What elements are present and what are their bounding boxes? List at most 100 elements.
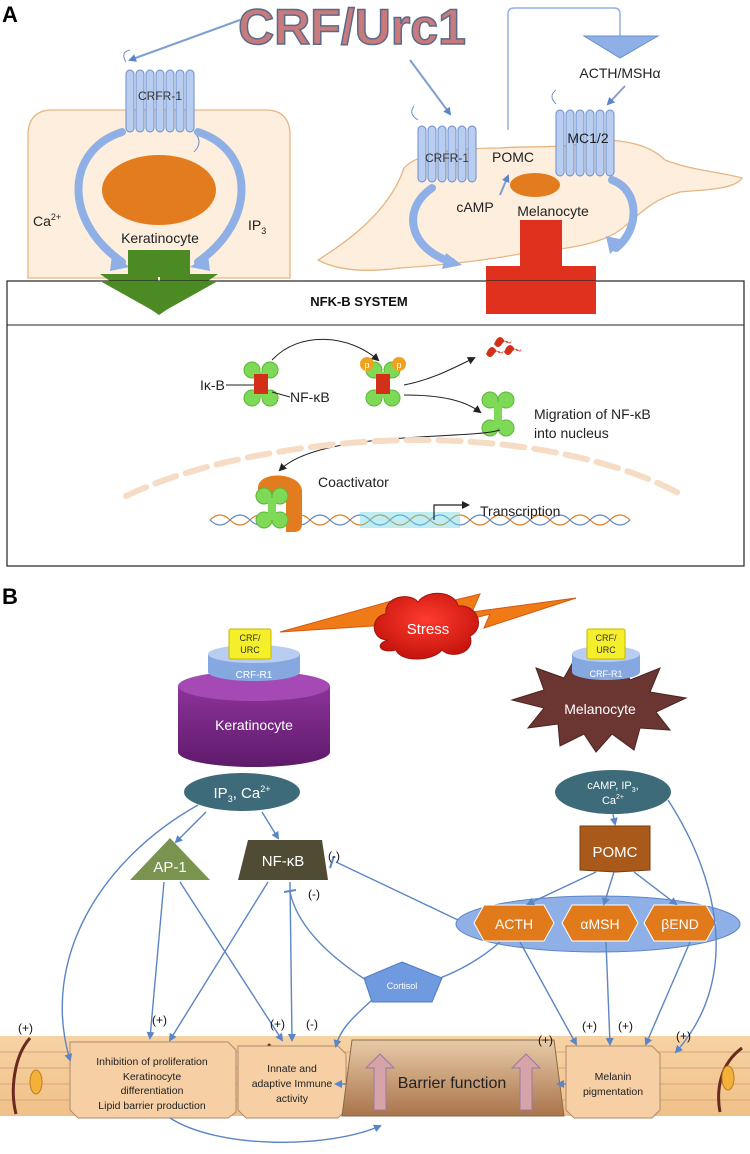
neg-label-nfkb-top: (-)	[328, 849, 340, 863]
barrier-function-label: Barrier function	[398, 1075, 507, 1092]
crf-urc-right-line1: CRF/	[596, 633, 617, 643]
phosphorylation-arrow	[271, 338, 380, 362]
pomc-box	[579, 825, 651, 873]
acth-hexagon	[473, 904, 555, 942]
mc12-receptor-icon	[551, 89, 615, 177]
barrier-up-arrow-right	[510, 1053, 542, 1111]
transcription-label: Transcription	[480, 503, 560, 519]
phospho-p-right: p	[396, 360, 401, 370]
ikb-label: Iκ-B	[200, 377, 225, 393]
stress-cloud-icon	[373, 592, 480, 660]
ca-label: Ca2+	[33, 212, 61, 229]
melanin-line2: pigmentation	[583, 1086, 643, 1098]
nfkb-label-a: NF-κB	[290, 389, 330, 405]
pos-label-7: (+)	[676, 1029, 691, 1043]
ip3-curve-arrow	[194, 128, 246, 266]
crf-urc-left-line2: URC	[240, 645, 260, 655]
pos-label-5: (+)	[582, 1019, 597, 1033]
barrier-up-arrow-left	[364, 1053, 396, 1111]
mel-messenger-ellipse	[555, 770, 671, 814]
pomc-to-amsh-arrow	[601, 871, 615, 906]
inhibition-line4: Lipid barrier production	[98, 1100, 206, 1112]
pos-label-1: (+)	[18, 1021, 33, 1035]
mel-messenger-line1: cAMP, IP3,	[587, 780, 638, 794]
panel-a-title: CRF/Urc1	[238, 0, 466, 55]
nfkb-system-box	[6, 280, 745, 567]
phospho-p-left: p	[364, 360, 369, 370]
ker-messenger-ellipse	[184, 773, 300, 811]
bend-hexagon	[643, 904, 717, 942]
pos-label-4: (+)	[538, 1033, 553, 1047]
cortisol-label: Cortisol	[387, 981, 418, 991]
pomc-label-a: POMC	[492, 149, 534, 165]
stress-label: Stress	[407, 621, 450, 638]
mel-messenger-line2: Ca2+	[602, 794, 624, 807]
nuclear-migration-arrow	[278, 429, 501, 472]
melanocyte-star	[510, 659, 688, 753]
bend-to-melanin-arrow	[644, 941, 691, 1046]
ellipse-to-nfkb-inhibit	[335, 861, 459, 921]
degraded-ikb-icon	[486, 337, 522, 357]
melanin-box	[565, 1045, 661, 1119]
acth-arrow	[606, 85, 626, 106]
nuclear-membrane	[123, 436, 687, 499]
inhibition-to-barrier-arrow	[169, 1117, 382, 1144]
pomc-to-bend-arrow	[633, 871, 678, 906]
mc12-label: MC1/2	[567, 130, 608, 146]
barrier-function-box	[341, 1039, 565, 1117]
transcription-arrow	[433, 501, 470, 520]
cortisol-pentagon	[363, 961, 443, 1003]
inhibition-box	[69, 1041, 237, 1119]
acth-msh-label: ACTH/MSHα	[579, 65, 660, 81]
pos-label-3: (+)	[270, 1017, 285, 1031]
keratinocyte-nucleus	[102, 155, 216, 225]
free-nfkb-icon	[481, 391, 515, 437]
bend-label-b: βEND	[661, 916, 699, 932]
melanocyte-cell-label: Melanocyte	[517, 203, 589, 219]
immune-line1: Innate and	[267, 1063, 317, 1075]
ap1-to-inhibition-arrow	[146, 881, 165, 1040]
ap1-label: AP-1	[153, 859, 186, 876]
amsh-label-b: αMSH	[580, 916, 619, 932]
crf-r1-label-left: CRF-R1	[236, 670, 273, 681]
melanocyte-nucleus	[510, 173, 560, 197]
panel-b-label: B	[2, 584, 18, 609]
ker-to-inhibition-arrow	[61, 804, 199, 1062]
feedback-loop-arrowhead	[582, 35, 660, 59]
bound-nfkb-icon	[255, 487, 289, 529]
nfkb-to-inhibition-arrow	[168, 881, 269, 1042]
mc-curve-arrow	[608, 176, 638, 252]
nfkb-to-immune-arrow	[287, 881, 296, 1042]
ap1-triangle	[130, 838, 210, 880]
crf-urc-box-left	[228, 628, 272, 660]
migration-text-line1: Migration of NF-κB	[534, 406, 651, 422]
ap1-to-immune-arrow	[179, 881, 284, 1042]
pomc-arrow	[499, 174, 510, 196]
mel-to-melanin-arrow	[667, 799, 717, 1054]
pomc-label-b: POMC	[593, 844, 638, 861]
melanin-line1: Melanin	[595, 1071, 632, 1083]
ikb-nfkb-complex	[243, 361, 279, 407]
inhibition-line1: Inhibition of proliferation	[96, 1056, 208, 1068]
panel-a-label: A	[2, 2, 18, 27]
keratinocyte-receptor-label: CRFR-1	[138, 89, 182, 103]
cortisol-to-nfkb-inhibit	[289, 891, 367, 981]
ip3-label: IP3	[248, 217, 266, 236]
keratinocyte-cylinder	[178, 671, 330, 767]
degradation-arrow	[403, 357, 476, 386]
melanocyte-label-b: Melanocyte	[564, 701, 636, 717]
melanocyte-receptor-label: CRFR-1	[425, 151, 469, 165]
crf-urc-right-line2: URC	[596, 645, 616, 655]
phospho-ikb-complex	[360, 357, 406, 407]
acth-to-cortisol-line	[439, 941, 501, 979]
amsh-to-melanin-arrow	[605, 941, 614, 1046]
camp-label: cAMP	[456, 199, 493, 215]
acth-label-b: ACTH	[495, 916, 533, 932]
camp-curve-arrow	[409, 184, 456, 266]
crf-urc-left-line1: CRF/	[240, 633, 261, 643]
pomc-to-acth-arrow	[526, 871, 597, 906]
neg-label-nfkb-bottom: (-)	[308, 887, 320, 901]
pos-label-2: (+)	[152, 1013, 167, 1027]
coactivator-label: Coactivator	[318, 474, 389, 490]
